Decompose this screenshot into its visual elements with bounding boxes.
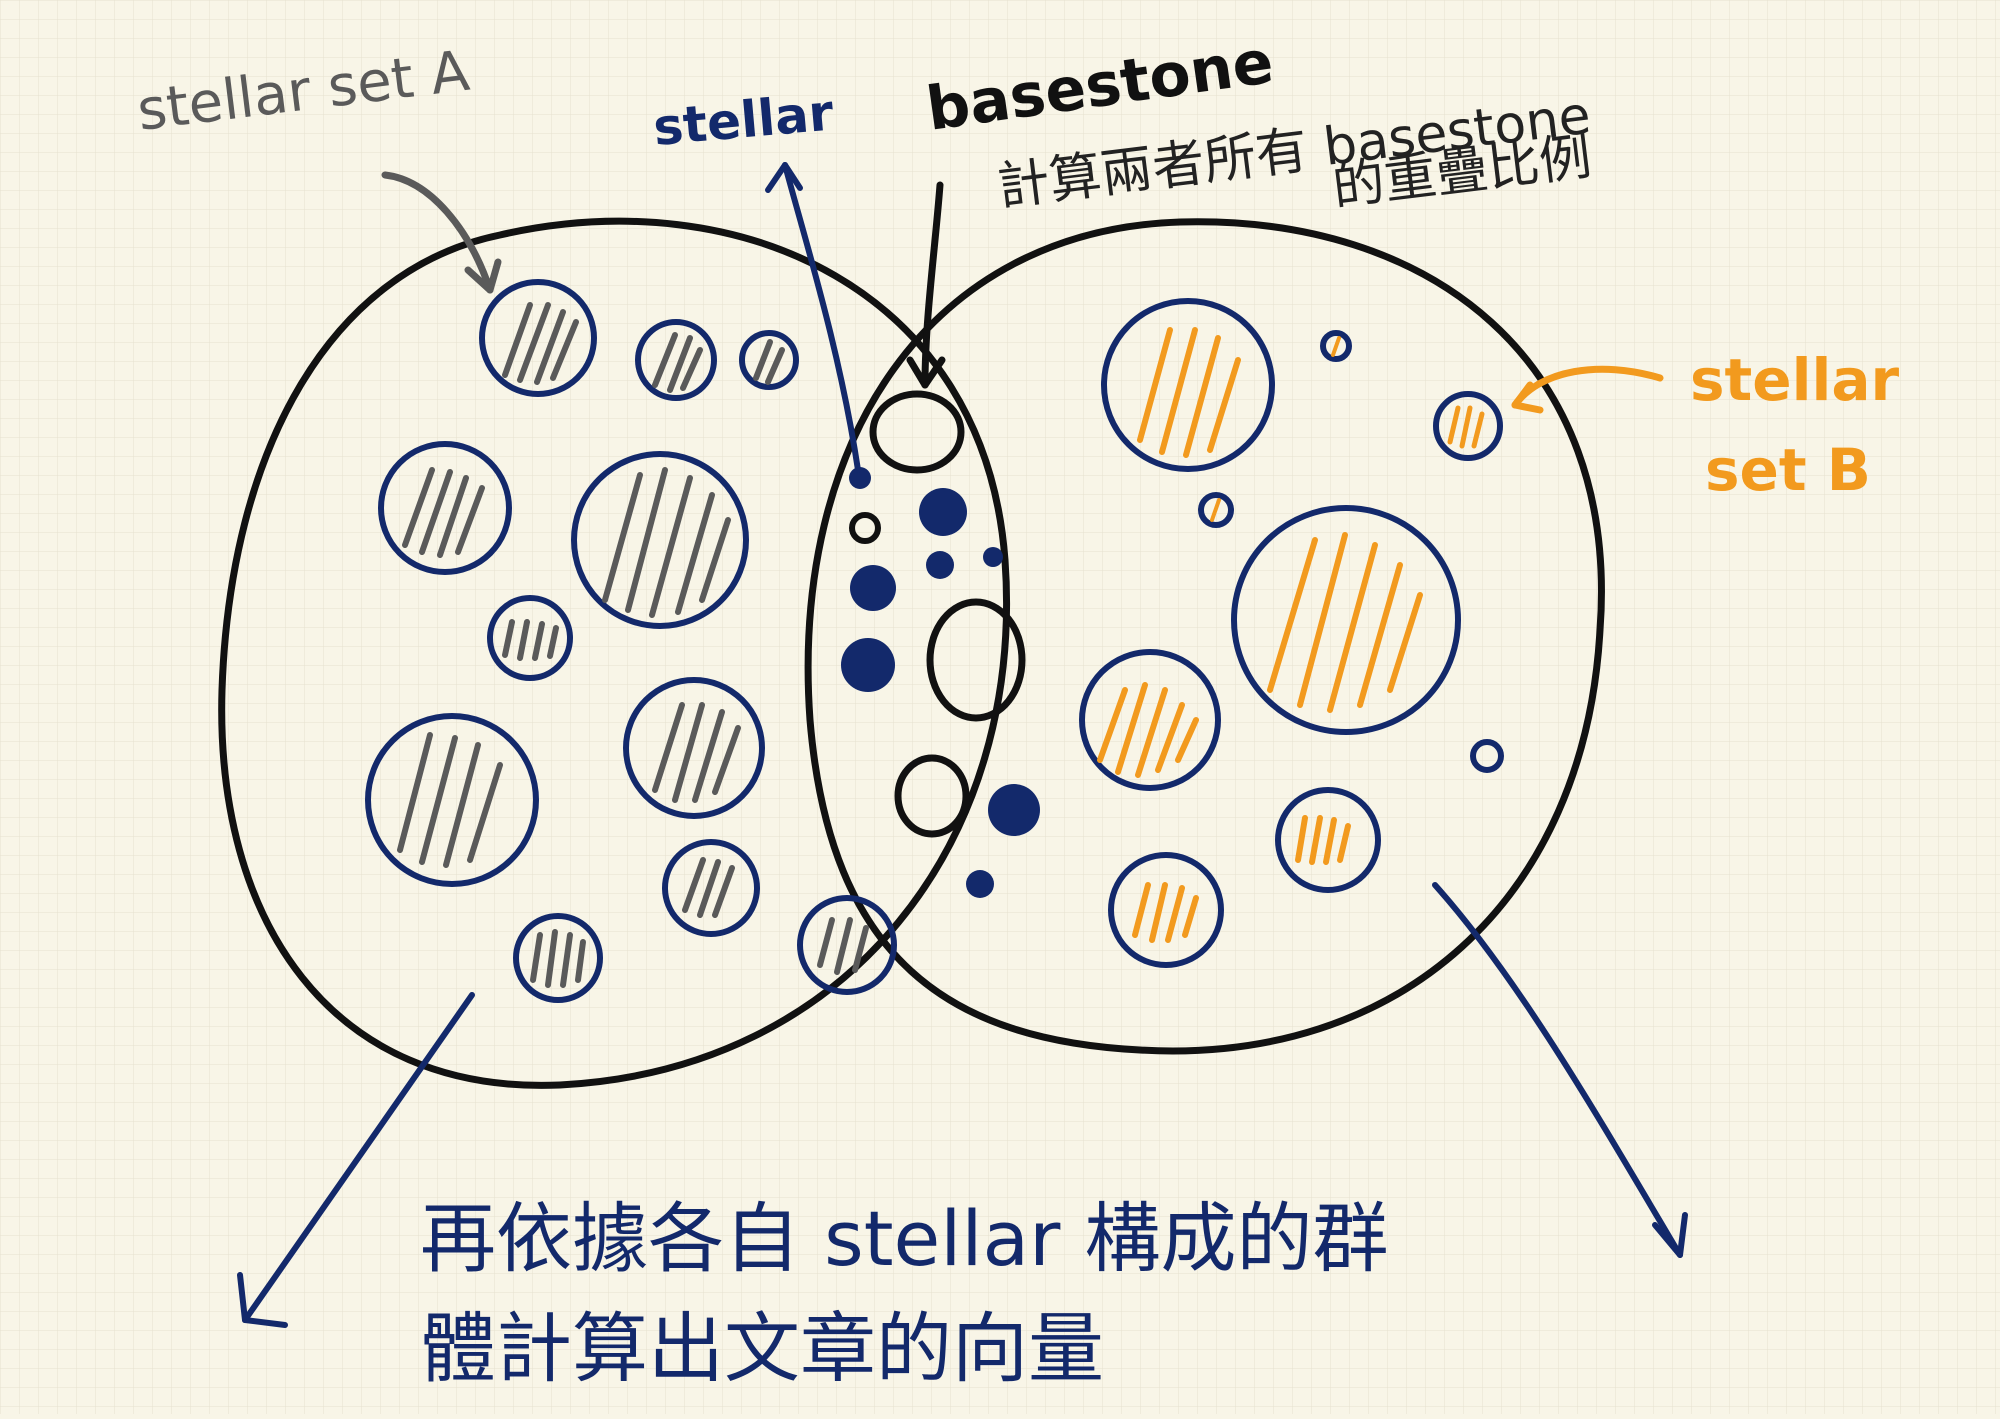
arrow-set-a-head <box>464 258 502 294</box>
stellar-b-4 <box>1198 492 1234 528</box>
basestone-dot-2 <box>919 488 967 536</box>
arrow-bottom-left-head <box>237 1272 288 1328</box>
stellar-b-1 <box>1101 298 1275 472</box>
basestone-dot-4 <box>983 547 1003 567</box>
stellar-b-3 <box>1433 391 1503 461</box>
set-b-circle <box>804 218 1605 1055</box>
stellar-a-5 <box>571 451 749 629</box>
arrow-stellar-head <box>765 162 803 193</box>
stellar-b-8 <box>1275 787 1381 893</box>
stellar-b-6 <box>1079 649 1221 791</box>
stellar-a-3 <box>739 330 799 390</box>
basestone-dot-5 <box>850 565 896 611</box>
label-bottom-2: 體計算出文章的向量 <box>420 1304 1104 1393</box>
stellar-a-11 <box>797 895 897 995</box>
stellar-a-1 <box>479 279 597 397</box>
stellar-a-2 <box>635 319 717 401</box>
stellar-b-9 <box>1108 852 1224 968</box>
basestone-dot-7 <box>988 784 1040 836</box>
stellar-a-9 <box>662 839 760 937</box>
basestone-open-3 <box>894 754 970 838</box>
arrow-bottom-right-head <box>1652 1212 1688 1258</box>
stellar-a-8 <box>365 713 539 887</box>
stellar-a-4 <box>378 441 512 575</box>
basestone-open-1 <box>869 390 965 474</box>
arrow-bottom-left <box>242 992 475 1323</box>
stellar-a-7 <box>623 677 765 819</box>
arrow-basestone-head <box>906 356 946 389</box>
label-set-b-1: stellar <box>1690 346 1899 414</box>
stellar-a-6 <box>487 595 573 681</box>
basestone-open-4 <box>849 512 881 544</box>
stellar-b-5 <box>1231 505 1461 735</box>
basestone-dot-1 <box>849 467 871 489</box>
overlap-basestones <box>841 390 1040 898</box>
stellar-b-7 <box>1470 739 1504 773</box>
label-set-b-2: set B <box>1705 436 1871 504</box>
set-b-stellars <box>1079 298 1504 968</box>
set-a-stellars <box>365 279 897 1003</box>
stellar-b-2 <box>1320 330 1352 362</box>
arrow-set-b-head <box>1511 381 1544 414</box>
arrow-set-a <box>381 171 494 294</box>
stellar-a-10 <box>513 913 603 1003</box>
basestone-dot-6 <box>841 638 895 692</box>
arrow-bottom-right <box>1432 882 1683 1258</box>
basestone-open-2 <box>926 598 1026 722</box>
arrow-basestone <box>921 181 944 389</box>
set-a-circle <box>218 217 1010 1089</box>
label-bottom-1: 再依據各自 stellar 構成的群 <box>420 1194 1389 1283</box>
arrow-stellar <box>782 162 861 473</box>
basestone-dot-3 <box>926 551 954 579</box>
basestone-dot-8 <box>966 870 994 898</box>
